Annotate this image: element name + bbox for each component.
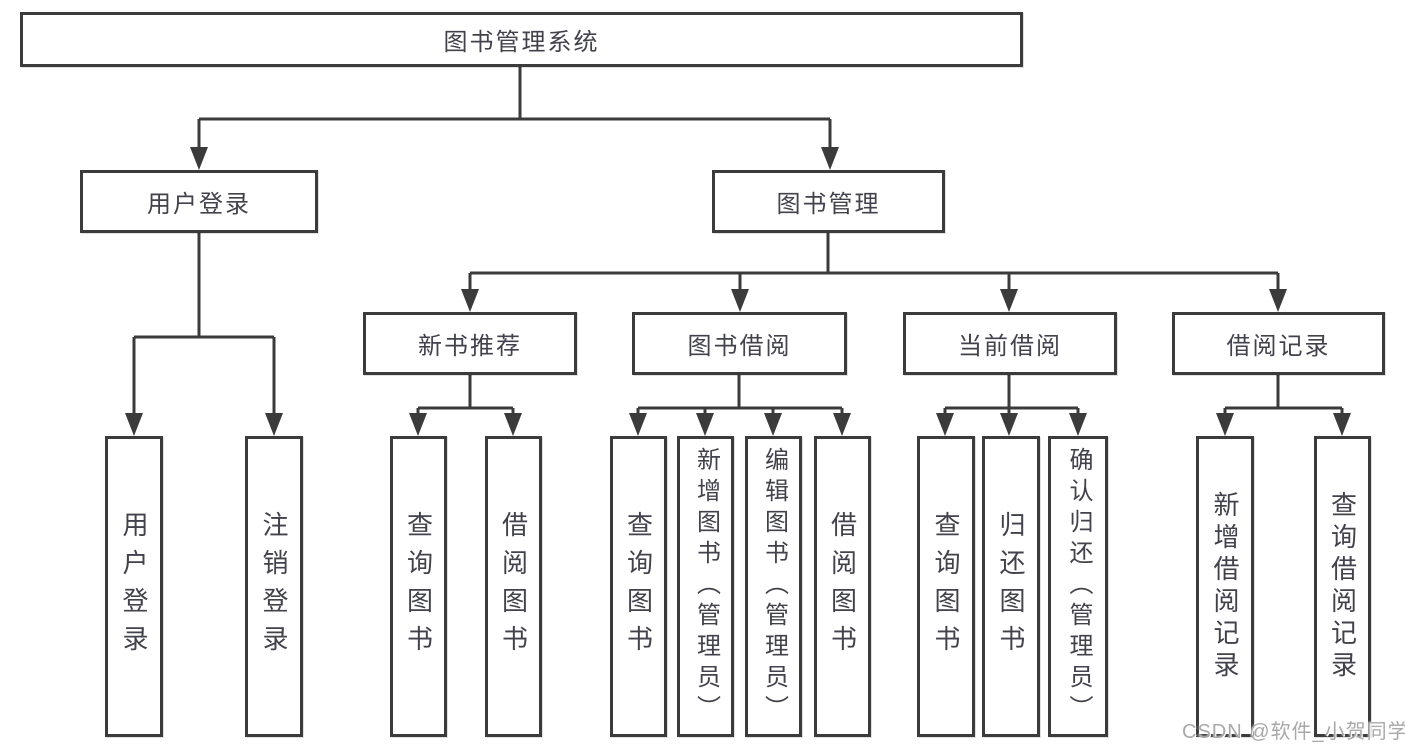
node-book-borrow: 图书借阅 — [632, 312, 847, 375]
leaf-logout: 注销登录 — [245, 436, 303, 737]
leaf-return-books-label: 归还图书 — [996, 510, 1026, 663]
leaf-add-borrow-record: 新增借阅记录 — [1196, 436, 1254, 737]
node-new-book-recommend: 新书推荐 — [363, 312, 577, 375]
node-user-login: 用户登录 — [80, 170, 318, 233]
csdn-watermark: CSDN @软件_小贺同学 — [1182, 721, 1405, 743]
leaf-query-books-current: 查询图书 — [917, 436, 975, 737]
leaf-query-borrow-record: 查询借阅记录 — [1314, 436, 1371, 737]
leaf-query-books-recommend-label: 查询图书 — [403, 510, 434, 663]
leaf-logout-label: 注销登录 — [259, 510, 289, 663]
node-borrow-records-label: 借阅记录 — [1226, 333, 1331, 360]
leaf-user-login-label: 用户登录 — [119, 510, 149, 663]
leaf-query-books-borrow: 查询图书 — [610, 436, 667, 737]
node-book-borrow-label: 图书借阅 — [687, 333, 792, 360]
leaf-query-books-borrow-label: 查询图书 — [623, 510, 654, 663]
leaf-add-books-admin-label: 新增图书（管理员） — [692, 447, 720, 726]
leaf-user-login: 用户登录 — [105, 436, 163, 737]
node-current-borrow: 当前借阅 — [903, 312, 1117, 375]
leaf-query-books-recommend: 查询图书 — [390, 436, 447, 737]
leaf-add-borrow-record-label: 新增借阅记录 — [1210, 490, 1240, 683]
leaf-confirm-return-admin-label: 确认归还（管理员） — [1065, 447, 1092, 726]
node-library-system-label: 图书管理系统 — [443, 29, 600, 56]
leaf-query-books-current-label: 查询图书 — [931, 510, 961, 663]
leaf-borrow-books-label: 借阅图书 — [827, 510, 858, 663]
leaf-return-books: 归还图书 — [982, 436, 1040, 737]
node-user-login-label: 用户登录 — [147, 191, 251, 218]
node-book-management: 图书管理 — [712, 170, 945, 233]
leaf-add-books-admin: 新增图书（管理员） — [677, 436, 734, 737]
leaf-edit-books-admin: 编辑图书（管理员） — [745, 436, 802, 737]
arrowheads — [125, 147, 1351, 436]
node-current-borrow-label: 当前借阅 — [958, 333, 1062, 360]
leaf-edit-books-admin-label: 编辑图书（管理员） — [760, 447, 788, 726]
leaf-confirm-return-admin: 确认归还（管理员） — [1048, 436, 1108, 737]
node-book-management-label: 图书管理 — [776, 191, 881, 218]
node-borrow-records: 借阅记录 — [1172, 312, 1385, 375]
leaf-borrow-books-recommend: 借阅图书 — [485, 436, 542, 737]
leaf-borrow-books-recommend-label: 借阅图书 — [498, 510, 529, 663]
node-new-book-recommend-label: 新书推荐 — [418, 333, 522, 360]
node-library-system: 图书管理系统 — [20, 12, 1023, 67]
leaf-borrow-books: 借阅图书 — [814, 436, 871, 737]
leaf-query-borrow-record-label: 查询借阅记录 — [1327, 490, 1358, 683]
